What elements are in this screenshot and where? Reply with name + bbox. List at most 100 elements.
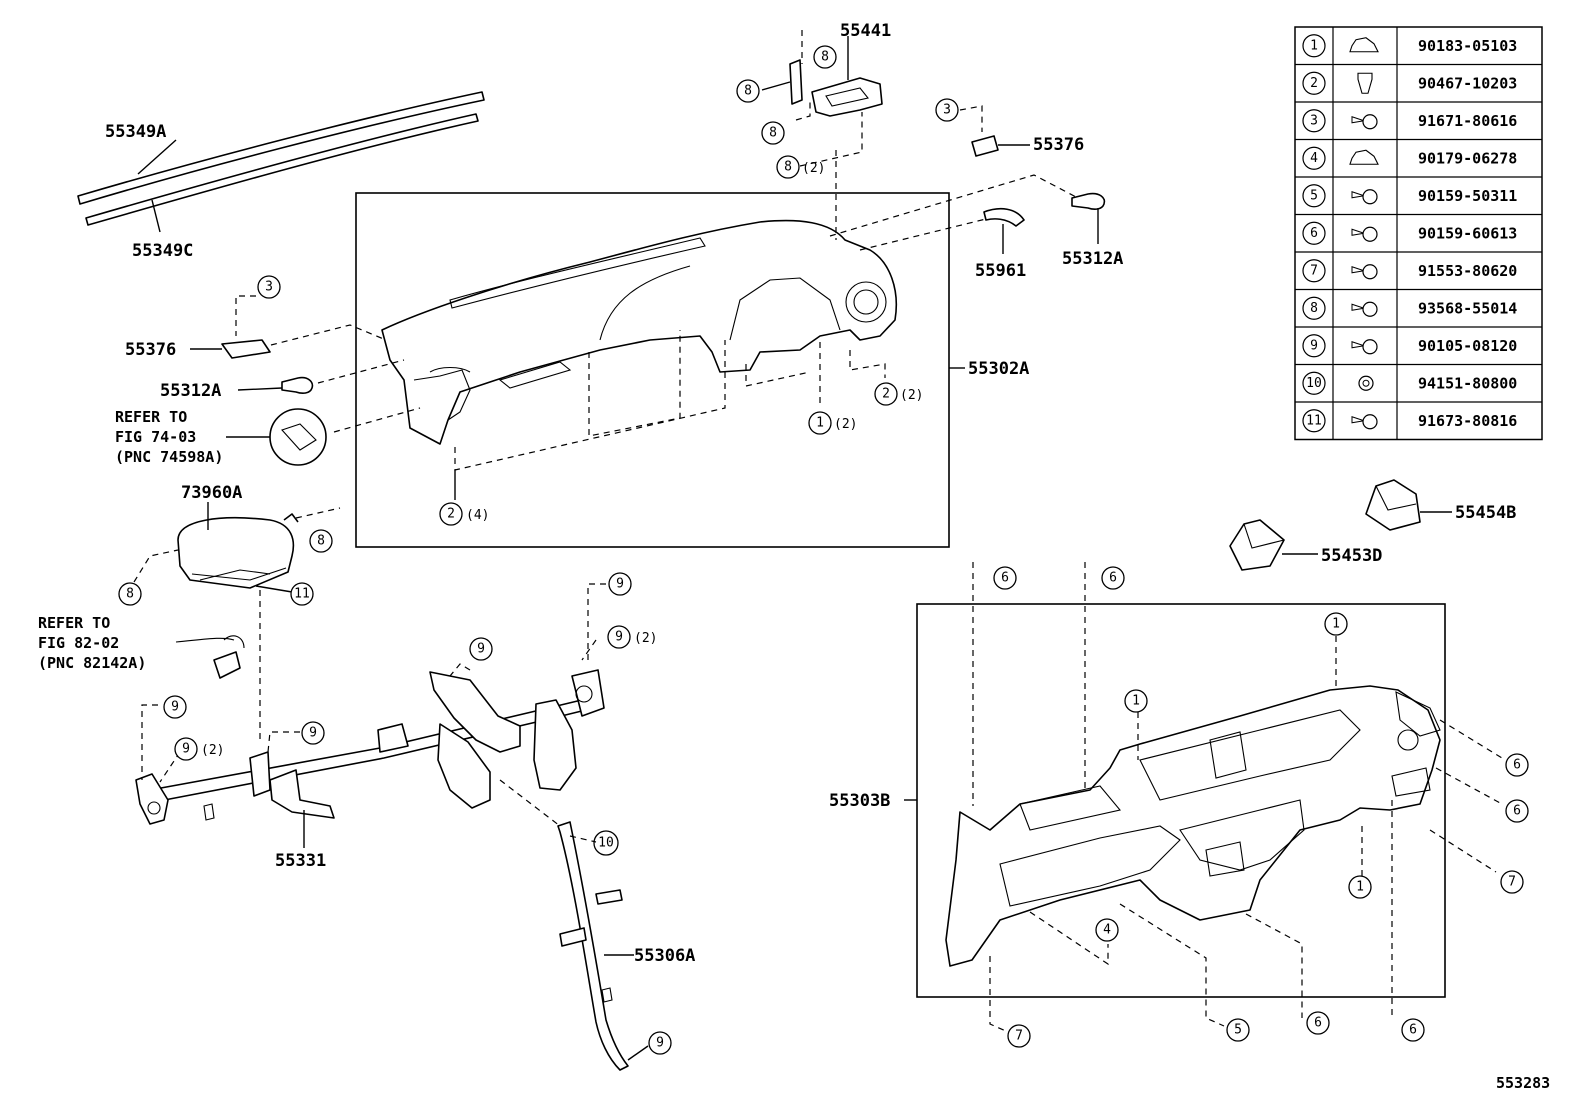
callout-1-d: 1 bbox=[1348, 875, 1372, 899]
fastener-row-8: 8 93568-55014 bbox=[1302, 296, 1517, 320]
clip-55376-top bbox=[959, 105, 1030, 157]
fastener-part-number: 91673-80816 bbox=[1418, 412, 1517, 430]
svg-text:9: 9 bbox=[182, 742, 190, 757]
svg-text:8: 8 bbox=[769, 126, 777, 141]
svg-text:8: 8 bbox=[821, 50, 829, 65]
svg-text:8: 8 bbox=[126, 587, 134, 602]
bracket-55441 bbox=[761, 30, 883, 167]
svg-text:6: 6 bbox=[1513, 758, 1521, 773]
fastener-icon bbox=[1351, 189, 1378, 205]
svg-text:3: 3 bbox=[265, 280, 273, 295]
callout-1-2: 1 (2) bbox=[808, 411, 857, 435]
callout-6-c: 6 bbox=[1505, 753, 1529, 777]
fastener-part-number: 93568-55014 bbox=[1418, 299, 1517, 317]
fastener-index: 8 bbox=[1310, 301, 1318, 316]
callout-3-b: 3 bbox=[257, 275, 281, 299]
fastener-icon bbox=[1358, 375, 1374, 391]
fastener-icon bbox=[1349, 37, 1379, 53]
lower-panel-55303B bbox=[945, 685, 1441, 967]
clip-55312A-top bbox=[1071, 192, 1106, 244]
callout-6-e: 6 bbox=[1306, 1011, 1330, 1035]
reinforcement-beam bbox=[135, 669, 605, 825]
fastener-index: 4 bbox=[1310, 151, 1318, 166]
svg-text:7: 7 bbox=[1508, 875, 1516, 890]
brace-55306A bbox=[557, 821, 649, 1071]
svg-text:9: 9 bbox=[309, 726, 317, 741]
callout-11: 11 bbox=[290, 582, 314, 606]
svg-text:9: 9 bbox=[477, 642, 485, 657]
label-55306A: 55306A bbox=[634, 946, 695, 966]
callout-8-f: 8 bbox=[118, 582, 142, 606]
callout-6-b: 6 bbox=[1101, 566, 1125, 590]
svg-text:9: 9 bbox=[171, 700, 179, 715]
fastener-index: 11 bbox=[1306, 413, 1322, 428]
label-55376-left: 55376 bbox=[125, 340, 176, 360]
ref1-line2: FIG 74-03 bbox=[115, 428, 196, 446]
label-55312A-top: 55312A bbox=[1062, 249, 1123, 269]
panel-55302A-frame bbox=[355, 192, 950, 548]
panel-dashed-leaders bbox=[270, 150, 1079, 500]
callout-10: 10 bbox=[593, 830, 619, 856]
fastener-part-number: 90467-10203 bbox=[1418, 74, 1517, 92]
callout-9-d: 9 bbox=[163, 695, 187, 719]
clip-55312A-left bbox=[237, 376, 314, 394]
beam-dashed-leaders bbox=[141, 583, 606, 848]
svg-text:(2): (2) bbox=[834, 417, 857, 432]
svg-text:11: 11 bbox=[294, 587, 310, 602]
callout-9-c: 9 bbox=[469, 637, 493, 661]
svg-text:8: 8 bbox=[744, 84, 752, 99]
svg-text:(2): (2) bbox=[802, 161, 825, 176]
label-55453D: 55453D bbox=[1321, 546, 1382, 566]
clip-55376-left bbox=[190, 295, 271, 359]
fastener-row-11: 11 91673-80816 bbox=[1302, 409, 1517, 433]
fastener-index: 6 bbox=[1310, 226, 1318, 241]
cover-55454B bbox=[1365, 479, 1452, 531]
label-73960A: 73960A bbox=[181, 483, 242, 503]
fastener-part-number: 90159-50311 bbox=[1418, 187, 1517, 205]
ref1-line1: REFER TO bbox=[115, 408, 187, 426]
fastener-icon bbox=[1351, 414, 1378, 430]
svg-text:6: 6 bbox=[1109, 571, 1117, 586]
svg-text:9: 9 bbox=[615, 630, 623, 645]
fastener-index: 7 bbox=[1310, 263, 1318, 278]
callout-7-a: 7 bbox=[1500, 870, 1524, 894]
svg-text:6: 6 bbox=[1409, 1023, 1417, 1038]
ref1-line3: (PNC 74598A) bbox=[115, 448, 223, 466]
svg-text:9: 9 bbox=[656, 1036, 664, 1051]
fastener-index: 9 bbox=[1310, 338, 1318, 353]
label-55303B: 55303B bbox=[829, 791, 890, 811]
svg-text:3: 3 bbox=[943, 103, 951, 118]
callout-7-b: 7 bbox=[1007, 1024, 1031, 1048]
label-55349C: 55349C bbox=[132, 241, 193, 261]
svg-text:2: 2 bbox=[882, 387, 890, 402]
fastener-part-number: 91553-80620 bbox=[1418, 262, 1517, 280]
svg-text:(2): (2) bbox=[634, 631, 657, 646]
fastener-part-number: 90179-06278 bbox=[1418, 149, 1517, 167]
airbag-emblem-ref bbox=[226, 408, 327, 466]
callout-5: 5 bbox=[1226, 1018, 1250, 1042]
svg-text:8: 8 bbox=[317, 534, 325, 549]
svg-text:6: 6 bbox=[1314, 1016, 1322, 1031]
svg-text:1: 1 bbox=[1132, 694, 1140, 709]
callout-9-b: 9 (2) bbox=[607, 625, 657, 649]
fastener-index: 1 bbox=[1310, 38, 1318, 53]
instrument-panel-55302A bbox=[381, 219, 898, 445]
svg-text:4: 4 bbox=[1103, 923, 1111, 938]
svg-text:1: 1 bbox=[1356, 880, 1364, 895]
label-55302A: 55302A bbox=[968, 359, 1029, 379]
callout-8-a: 8 bbox=[813, 45, 837, 69]
fastener-part-number: 91671-80616 bbox=[1418, 112, 1517, 130]
windshield-molding-parts: 55349A 55349C bbox=[77, 91, 485, 261]
callout-8-c: 8 bbox=[761, 121, 785, 145]
fastener-index: 10 bbox=[1306, 376, 1322, 391]
fastener-part-number: 94151-80800 bbox=[1418, 374, 1517, 392]
callout-2-2: 2 (2) bbox=[874, 382, 923, 406]
fastener-icon bbox=[1351, 264, 1378, 280]
ref2-line1: REFER TO bbox=[38, 614, 110, 632]
label-55331: 55331 bbox=[275, 851, 326, 871]
